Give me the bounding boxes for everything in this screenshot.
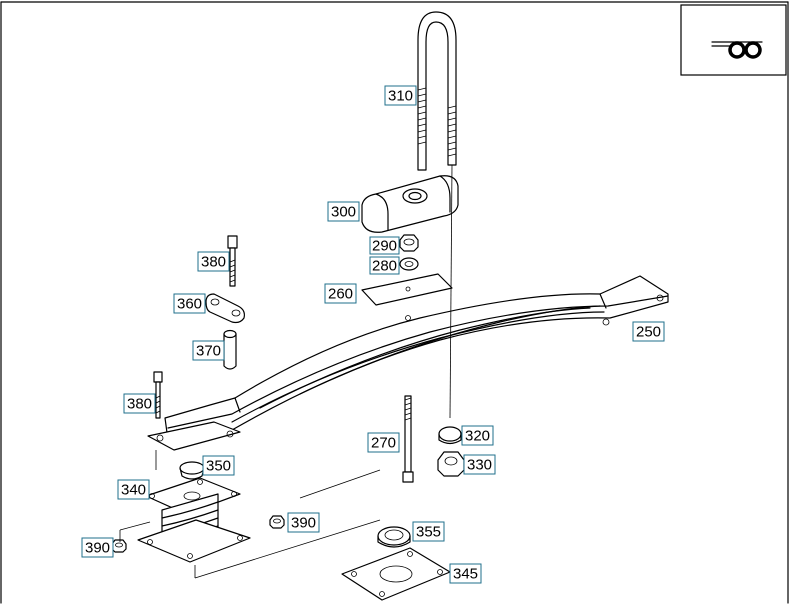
callout-box — [369, 256, 400, 275]
callout-390a: 390 — [81, 537, 114, 558]
callout-text: 250 — [636, 324, 661, 341]
callout-box — [324, 283, 357, 304]
axle-seat — [361, 175, 459, 233]
washer-320 — [438, 426, 462, 445]
callout-text: 280 — [372, 258, 397, 275]
u-bolt-axis — [449, 164, 453, 419]
part-number-callouts: 310 300 290 280 380 260 360 250 370 380 270 320 350 3… — [81, 85, 665, 584]
callout-box — [197, 251, 230, 272]
callout-300: 300 — [327, 201, 360, 222]
bolt-380-lower — [153, 371, 163, 419]
callout-text: 390 — [291, 515, 316, 532]
base-plate — [341, 547, 451, 601]
callout-355: 355 — [412, 521, 445, 542]
callout-box — [463, 454, 496, 475]
trailer-axle-icon — [680, 4, 787, 76]
callout-text: 300 — [331, 204, 356, 221]
callout-text: 340 — [121, 482, 146, 499]
spring-pin — [223, 329, 237, 370]
callout-box — [367, 432, 400, 453]
callout-text: 355 — [416, 524, 441, 541]
bump-stop — [179, 461, 205, 480]
leaf-spring — [147, 275, 669, 451]
seal-ring — [377, 526, 411, 548]
callout-260: 260 — [324, 283, 357, 304]
callout-box — [123, 393, 156, 414]
bolt-380-upper — [227, 235, 238, 287]
callout-340: 340 — [117, 479, 150, 500]
callout-390b: 390 — [287, 512, 320, 533]
callout-box — [369, 236, 400, 255]
callout-345: 345 — [449, 563, 482, 584]
callout-box — [117, 479, 150, 500]
callout-310: 310 — [384, 85, 417, 106]
nut-330 — [437, 451, 465, 477]
callout-text: 360 — [177, 296, 202, 313]
callout-text: 390 — [85, 540, 110, 557]
callout-box — [412, 521, 445, 542]
callout-box — [173, 293, 206, 314]
callout-370: 370 — [192, 340, 225, 361]
callout-280: 280 — [369, 256, 400, 275]
center-bolt — [402, 395, 414, 483]
callout-text: 270 — [371, 435, 396, 452]
nut-290 — [399, 234, 419, 252]
callout-360: 360 — [173, 293, 206, 314]
callout-box — [81, 537, 114, 558]
callout-text: 345 — [453, 566, 478, 583]
callout-text: 370 — [196, 343, 221, 360]
callout-text: 330 — [467, 457, 492, 474]
callout-text: 350 — [206, 458, 231, 475]
callout-270: 270 — [367, 432, 400, 453]
nut-390-left — [111, 539, 127, 553]
callout-box — [192, 340, 225, 361]
pad-plate — [361, 273, 453, 306]
link-plate — [205, 293, 245, 324]
callout-text: 290 — [372, 238, 397, 255]
callout-box — [327, 201, 360, 222]
callout-330: 330 — [463, 454, 496, 475]
rubber-mount — [137, 477, 251, 563]
callout-box — [449, 563, 482, 584]
callout-box — [461, 425, 494, 446]
callout-380b: 380 — [123, 393, 156, 414]
callout-380a: 380 — [197, 251, 230, 272]
callout-box — [202, 455, 235, 476]
callout-320: 320 — [461, 425, 494, 446]
callout-text: 260 — [328, 286, 353, 303]
nut-390-right — [269, 515, 285, 529]
callout-box — [632, 321, 665, 342]
assembly-reference-lines — [119, 450, 381, 579]
callout-text: 380 — [201, 254, 226, 271]
callout-350: 350 — [202, 455, 235, 476]
callout-box — [287, 512, 320, 533]
callout-250: 250 — [632, 321, 665, 342]
washer-280 — [399, 257, 419, 271]
callout-290: 290 — [369, 236, 400, 255]
u-bolt — [417, 11, 457, 171]
callout-text: 380 — [127, 396, 152, 413]
callout-text: 320 — [465, 428, 490, 445]
callout-text: 310 — [388, 88, 413, 105]
callout-box — [384, 85, 417, 106]
